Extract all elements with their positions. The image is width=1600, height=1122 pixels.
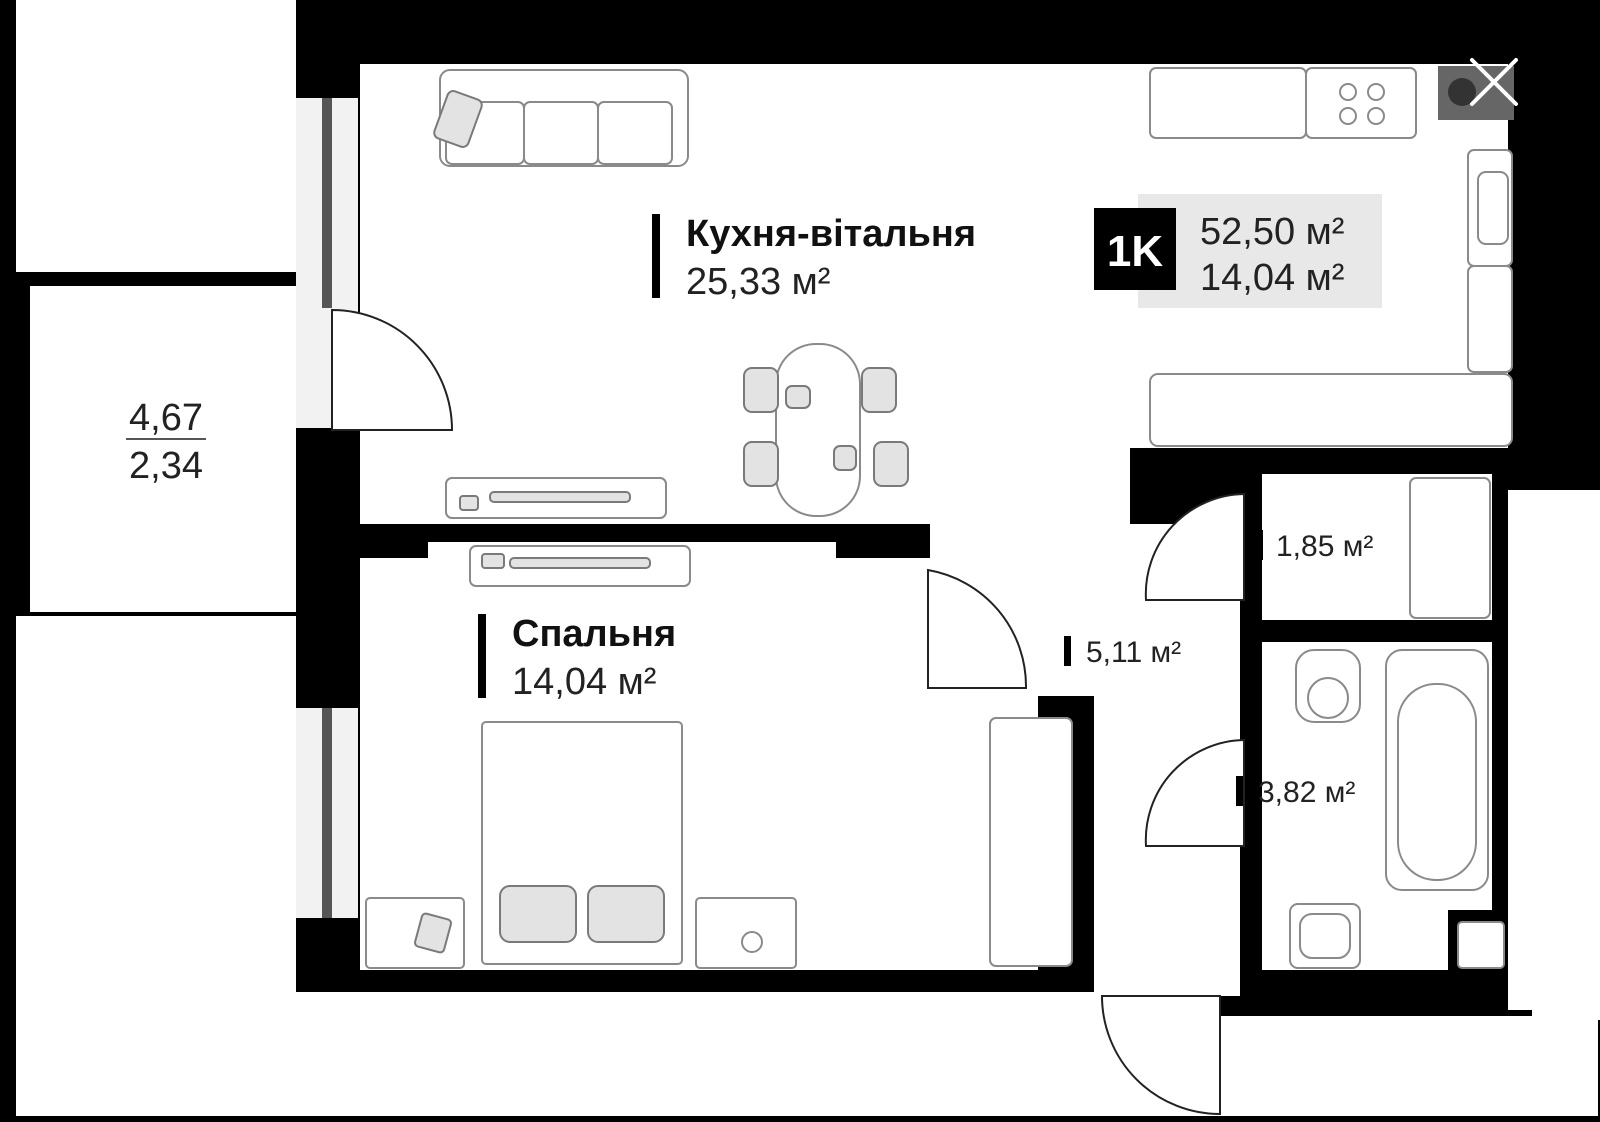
apartment-total-area: 52,50 м² [1200,211,1344,253]
kitchen-living-name: Кухня-вітальня [686,213,976,255]
storage-area: 1,85 м² [1276,530,1373,563]
balcony-area-top: 4,67 [129,397,203,439]
outer-left-area [16,0,296,272]
close-icon[interactable] [1462,50,1526,114]
balcony-area-bottom: 2,34 [129,445,203,487]
outer-left-lower-area [16,616,296,1116]
apartment-type-badge [1094,208,1176,290]
kitchen-living-area: 25,33 м² [686,261,830,303]
bathroom-area: 3,82 м² [1258,776,1355,809]
balcony [30,286,296,612]
apartment-living-area: 14,04 м² [1200,257,1344,299]
apartment-info-panel [1138,194,1382,308]
hall-area: 5,11 м² [1086,636,1181,669]
bedroom-area: 14,04 м² [512,661,656,703]
apartment-type-label: 1K [1107,227,1163,276]
bedroom-name: Спальня [512,613,676,655]
